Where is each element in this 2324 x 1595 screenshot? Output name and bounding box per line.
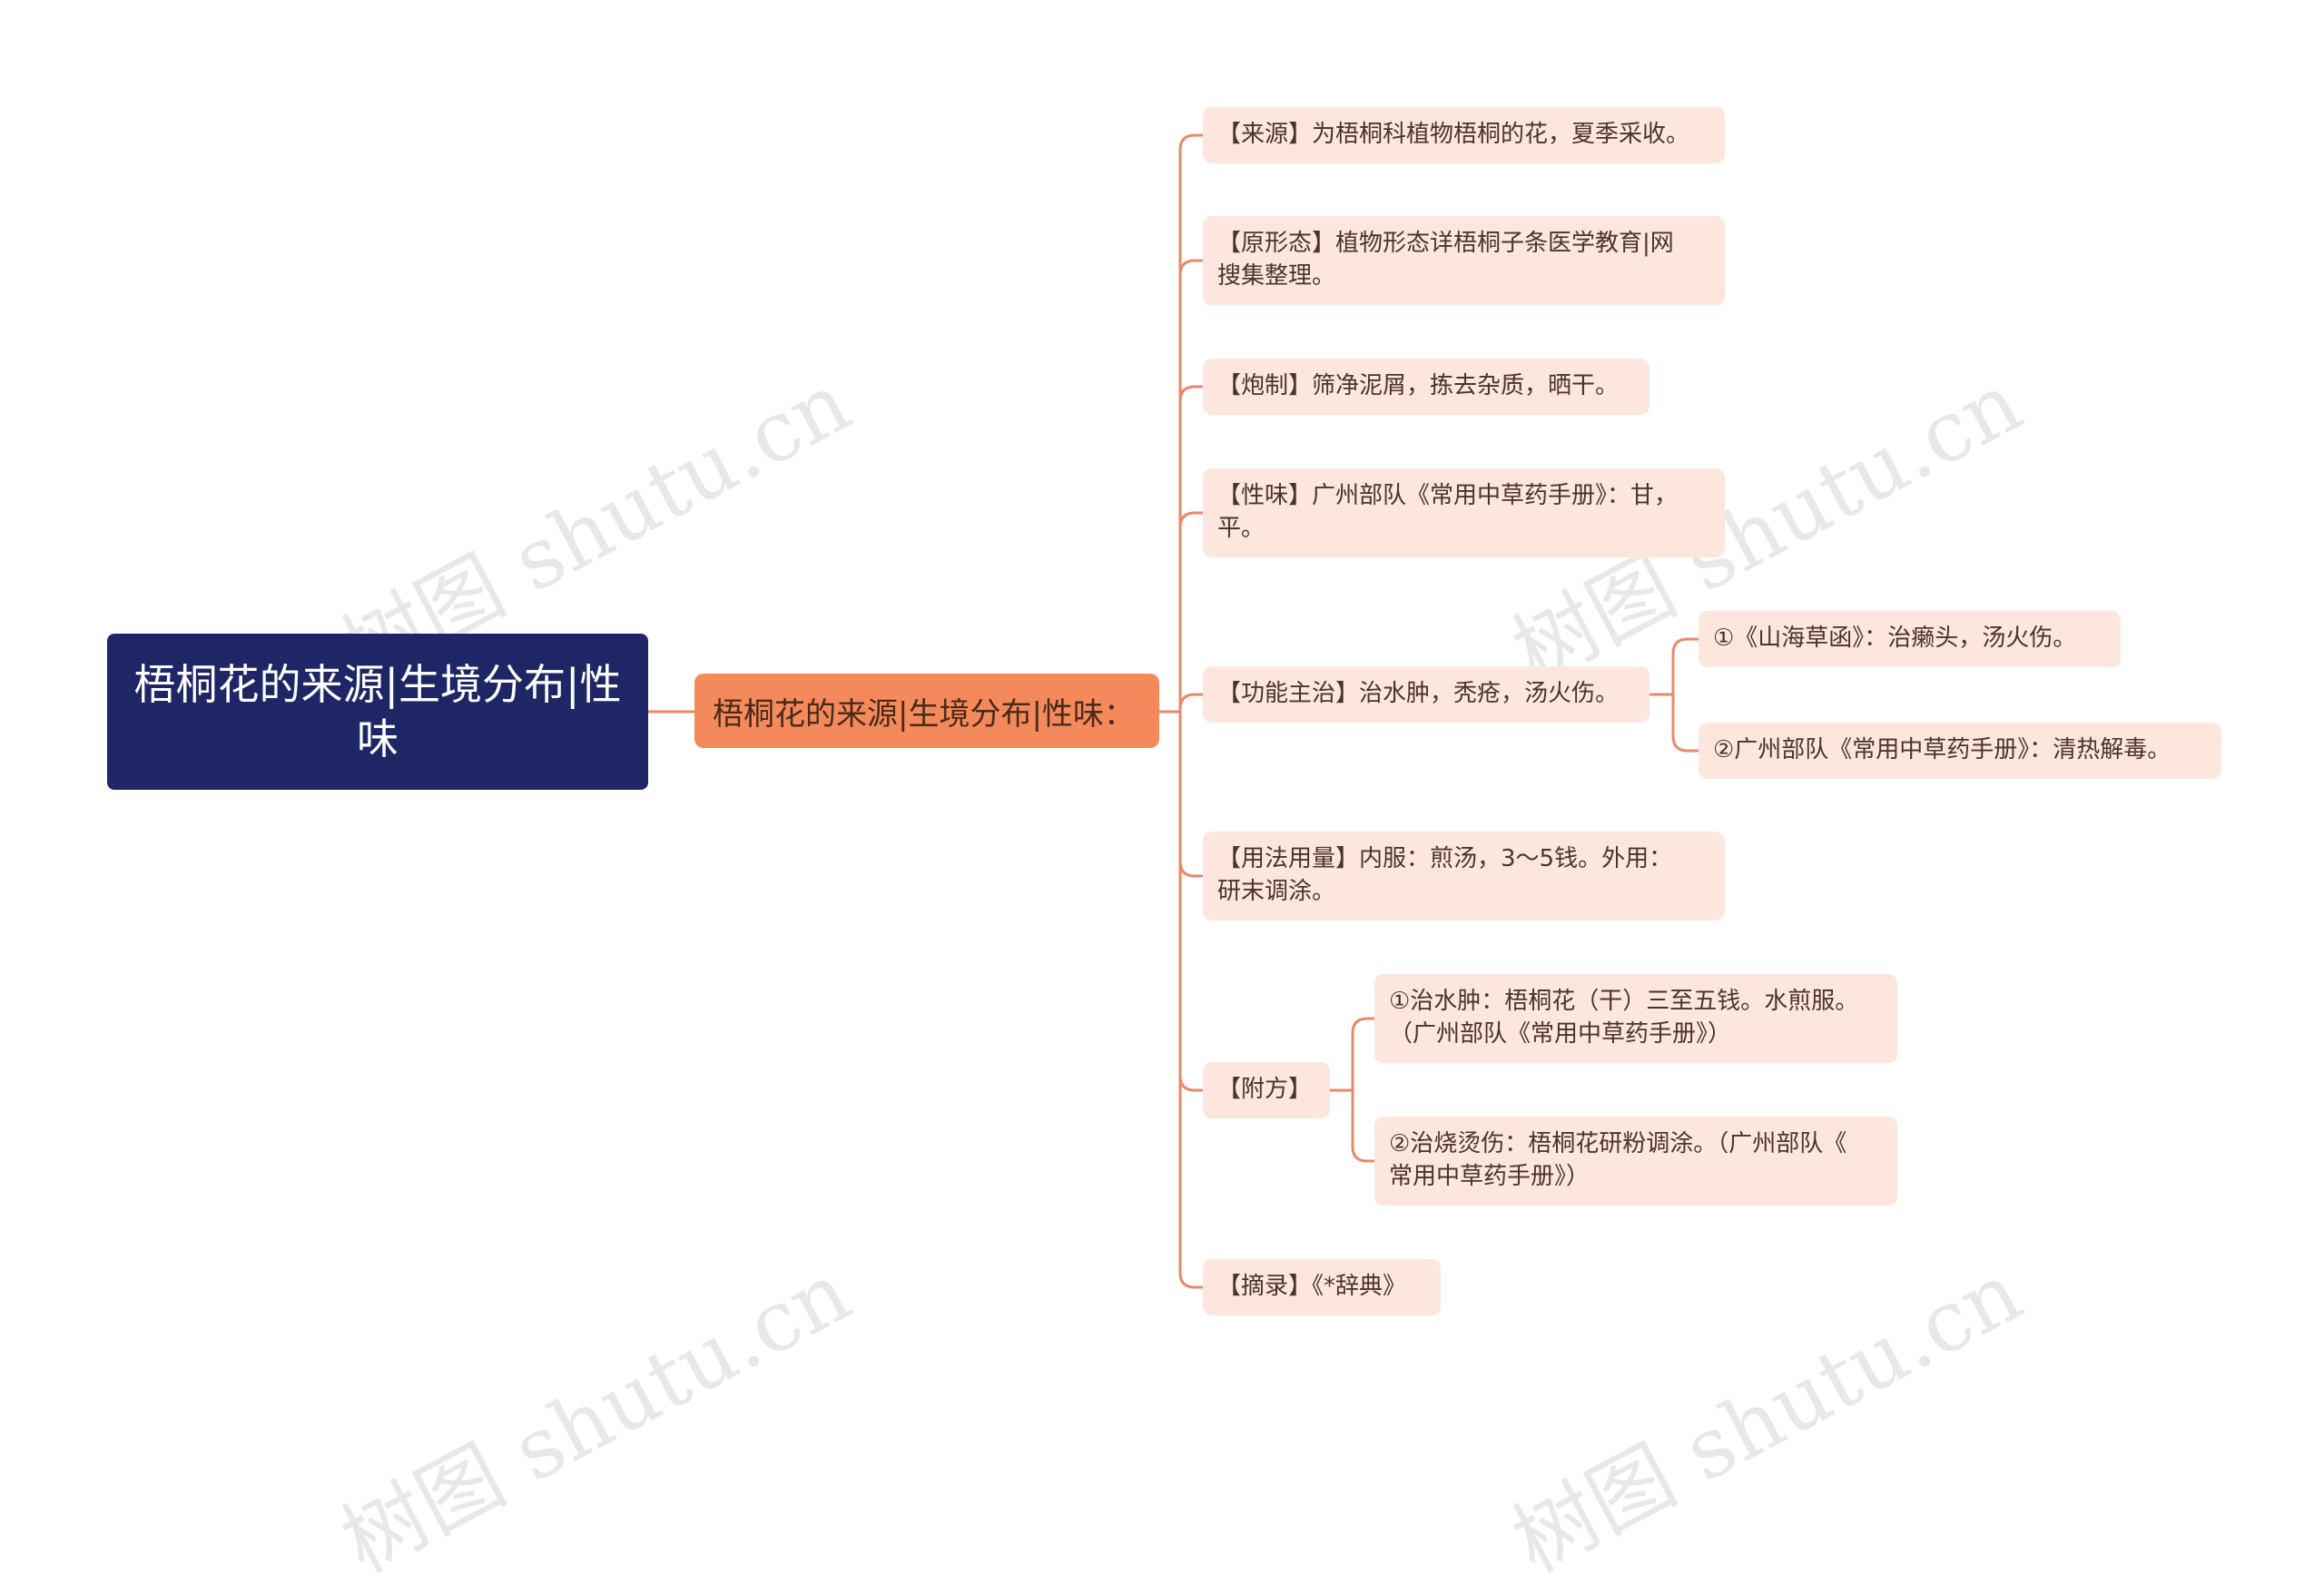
connector-leaf — [1178, 1272, 1203, 1289]
main-branch[interactable]: 梧桐花的来源|生境分布|性味： — [694, 674, 1159, 748]
root-topic-label: 梧桐花的来源|生境分布|性味 — [133, 660, 622, 763]
connector-leaf — [1178, 861, 1203, 878]
topic-function[interactable]: 【功能主治】治水肿，秃疮，汤火伤。 — [1203, 666, 1649, 723]
topic-prescriptions[interactable]: 【附方】 — [1203, 1062, 1330, 1118]
topic-original-form[interactable]: 【原形态】植物形态详梧桐子条医学教育|网 搜集整理。 — [1203, 216, 1725, 305]
connector-leaf — [1178, 133, 1203, 151]
connector-leaf — [1178, 259, 1203, 276]
root-topic[interactable]: 梧桐花的来源|生境分布|性味 — [107, 634, 648, 790]
connector-leaf — [1178, 1075, 1203, 1092]
connector-leaf — [1178, 385, 1203, 402]
connector-function-sub — [1671, 735, 1699, 753]
topic-source[interactable]: 【来源】为梧桐科植物梧桐的花，夏季采收。 — [1203, 107, 1725, 163]
subtopic-prescription-1[interactable]: ①治水肿：梧桐花（干）三至五钱。水煎服。 （广州部队《常用中草药手册》） — [1374, 974, 1897, 1063]
connector-prescription-sub — [1351, 1017, 1374, 1034]
connector-leaf — [1178, 511, 1203, 528]
topic-excerpt[interactable]: 【摘录】《*辞典》 — [1203, 1259, 1441, 1315]
subtopic-function-1[interactable]: ①《山海草函》：治癞头，汤火伤。 — [1699, 611, 2121, 667]
topic-nature-taste[interactable]: 【性味】广州部队《常用中草药手册》：甘， 平。 — [1203, 468, 1725, 557]
topic-usage-dosage[interactable]: 【用法用量】内服：煎汤，3～5钱。外用： 研末调涂。 — [1203, 832, 1725, 921]
mindmap-canvas: 树图 shutu.cn 树图 shutu.cn 树图 shutu.cn 树图 s… — [107, 107, 2221, 1591]
connector-leaf — [1178, 693, 1203, 710]
connector-prescription-sub — [1351, 1146, 1374, 1163]
topic-processing[interactable]: 【炮制】筛净泥屑，拣去杂质，晒干。 — [1203, 359, 1649, 415]
subtopic-prescription-2[interactable]: ②治烧烫伤：梧桐花研粉调涂。（广州部队《 常用中草药手册》） — [1374, 1117, 1897, 1206]
main-branch-label: 梧桐花的来源|生境分布|性味： — [713, 695, 1135, 733]
connector-function-sub — [1671, 637, 1699, 655]
connector-lines — [648, 133, 1699, 1289]
subtopic-function-2[interactable]: ②广州部队《常用中草药手册》：清热解毒。 — [1699, 723, 2221, 779]
